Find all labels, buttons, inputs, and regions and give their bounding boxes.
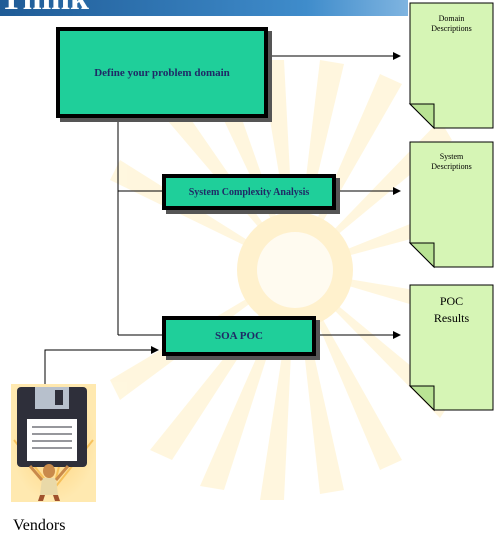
domain-descriptions-label: Domain Descriptions [431,14,472,33]
vendors-label: Vendors [13,517,66,534]
sunburst-watermark [110,60,474,500]
system-complexity-analysis-box: System Complexity Analysis [162,174,336,210]
slide-title: Think [0,0,89,16]
connectors [44,52,401,384]
floppy-disk-person-icon [11,384,96,502]
domain-descriptions-doc-icon [409,2,494,129]
system-descriptions-label: System Descriptions [431,152,472,171]
poc-results-doc-icon [409,284,494,411]
define-problem-domain-label: Define your problem domain [94,66,230,79]
soa-poc-box: SOA POC [162,316,316,356]
system-complexity-analysis-label: System Complexity Analysis [188,186,310,198]
title-banner [0,0,408,16]
document-shapes [408,2,494,412]
soa-poc-label: SOA POC [215,330,263,342]
system-descriptions-doc-icon [409,141,494,268]
define-problem-domain-box: Define your problem domain [56,27,268,118]
poc-results-label: POC Results [433,294,470,326]
vendors-to-poc-arrow [44,346,159,384]
